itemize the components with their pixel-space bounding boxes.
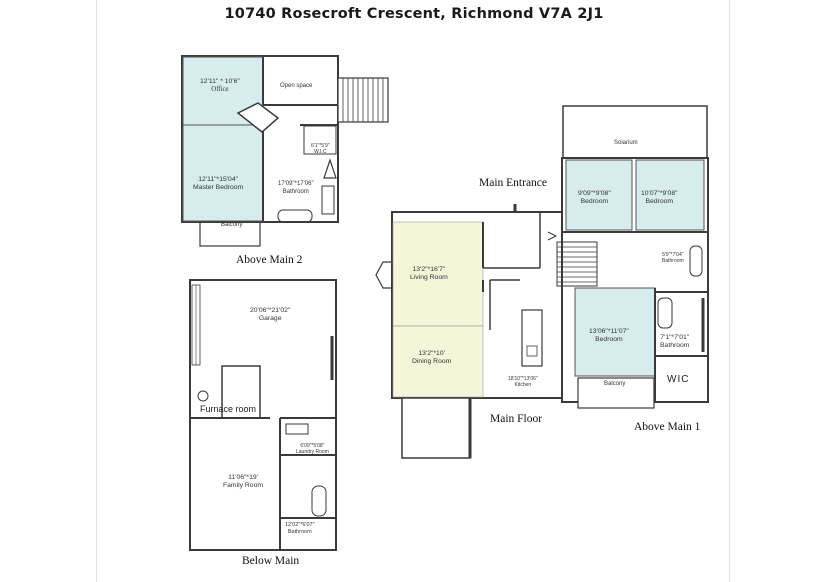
family-room-name: Family Room	[223, 482, 264, 490]
garage-name: Garage	[258, 315, 282, 323]
laundry-room-name: Laundry Room	[296, 449, 329, 456]
bedroom-c-dimensions: 13'06"*11'07"	[589, 328, 629, 335]
page-title: 10740 Rosecroft Crescent, Richmond V7A 2…	[224, 6, 604, 22]
dining-room-dimensions: 13'2"*10'	[418, 350, 445, 357]
bedroom-a-label: 9'09"*9'08" Bedroom	[578, 190, 611, 207]
bedroom-a-name: Bedroom	[580, 198, 609, 206]
main-floor-plan	[375, 204, 571, 459]
balcony-lower-label: Balcony	[604, 381, 626, 387]
wic-upper-name: W.I.C	[314, 149, 327, 156]
bedroom-a-area	[565, 159, 633, 231]
page-frame	[96, 0, 730, 582]
family-room-dimensions: 11'06"*19'	[228, 474, 258, 481]
bathroom-upper-label: 17'09"*17'06" Bathroom	[278, 181, 314, 196]
dining-room-area	[392, 325, 484, 398]
bedroom-b-label: 10'07"*9'08" Bedroom	[641, 190, 678, 207]
solarium-label: Solarium	[614, 140, 638, 146]
laundry-room-dimensions: 6'09"*5'08"	[300, 443, 325, 449]
bedroom-b-area	[635, 159, 705, 231]
below-main-plan	[189, 279, 337, 551]
above-main-1-label: Above Main 1	[634, 421, 701, 433]
bathroom-lower-name: Bathroom	[287, 528, 312, 535]
bathroom-lower-label: 12'02"*6'07" Bathroom	[285, 522, 315, 536]
bedroom-c-label: 13'06"*11'07" Bedroom	[589, 328, 629, 345]
bathroom-lower-dimensions: 12'02"*6'07"	[285, 522, 315, 528]
laundry-room-label: 6'09"*5'08" Laundry Room	[296, 443, 329, 456]
kitchen-label: 18'10"*13'06" Kitchen	[508, 376, 538, 389]
bathroom-upper-name: Bathroom	[282, 188, 309, 195]
balcony-upper-label: Balcony	[221, 222, 243, 228]
above-main-2-plan	[181, 55, 389, 247]
kitchen-name: Kitchen	[514, 382, 532, 389]
kitchen-dimensions: 18'10"*13'06"	[508, 376, 538, 382]
living-room-name: Living Room	[410, 274, 448, 282]
bathroom-b-label: 7'1"*7'01" Bathroom	[660, 334, 689, 351]
bedroom-c-area	[574, 287, 656, 377]
wic-upper-dimensions: 6'1"*5'9"	[311, 143, 330, 149]
furnace-room-label: Furnace room	[200, 404, 257, 414]
solarium-area	[562, 105, 708, 159]
master-bedroom-label: 12'11"*15'04" Master Bedroom	[193, 176, 243, 193]
dining-room-name: Dining Room	[412, 358, 452, 366]
bathroom-a-dimensions: 5'9"*7'04"	[662, 252, 684, 258]
above-main-2-label: Above Main 2	[236, 254, 303, 266]
master-bedroom-area	[182, 124, 264, 222]
living-room-area	[392, 221, 484, 327]
bathroom-upper-dimensions: 17'09"*17'06"	[278, 181, 314, 187]
bedroom-c-name: Bedroom	[595, 336, 623, 344]
wic-upper-label: 6'1"*5'9" W.I.C	[311, 143, 330, 156]
bedroom-a-dimensions: 9'09"*9'08"	[578, 190, 611, 197]
wic-lower-label: WIC	[667, 374, 690, 385]
bathroom-a-name: Bathroom	[662, 258, 684, 265]
open-space-label: Open space	[280, 83, 313, 89]
kitchen-island	[521, 309, 543, 367]
main-stairs	[556, 241, 598, 287]
bedroom-b-name: Bedroom	[645, 198, 674, 206]
garage-dimensions: 20'06"*21'02"	[250, 307, 291, 314]
bathroom-b-name: Bathroom	[660, 342, 690, 350]
family-room-label: 11'06"*19' Family Room	[223, 474, 263, 491]
main-entrance-label: Main Entrance	[479, 177, 548, 189]
bathroom-a-label: 5'9"*7'04" Bathroom	[662, 252, 684, 265]
below-main-label: Below Main	[242, 555, 300, 567]
bedroom-b-dimensions: 10'07"*9'08"	[641, 190, 678, 197]
master-bedroom-dimensions: 12'11"*15'04"	[198, 176, 239, 183]
living-room-label: 13'2"*16'7" Living Room	[410, 266, 448, 283]
bathroom-b-dimensions: 7'1"*7'01"	[660, 334, 690, 341]
master-bedroom-name: Master Bedroom	[193, 184, 244, 192]
above-main-1-plan	[556, 105, 709, 409]
dining-room-label: 13'2"*10' Dining Room	[412, 350, 451, 367]
living-room-dimensions: 13'2"*16'7"	[412, 266, 446, 273]
office-dimensions: 12'11" * 10'6"	[200, 78, 240, 85]
main-floor-label: Main Floor	[490, 413, 543, 425]
office-name: Office	[211, 86, 229, 94]
garage-label: 20'06"*21'02" Garage	[250, 307, 290, 324]
office-label: 12'11" * 10'6" Office	[200, 78, 240, 95]
